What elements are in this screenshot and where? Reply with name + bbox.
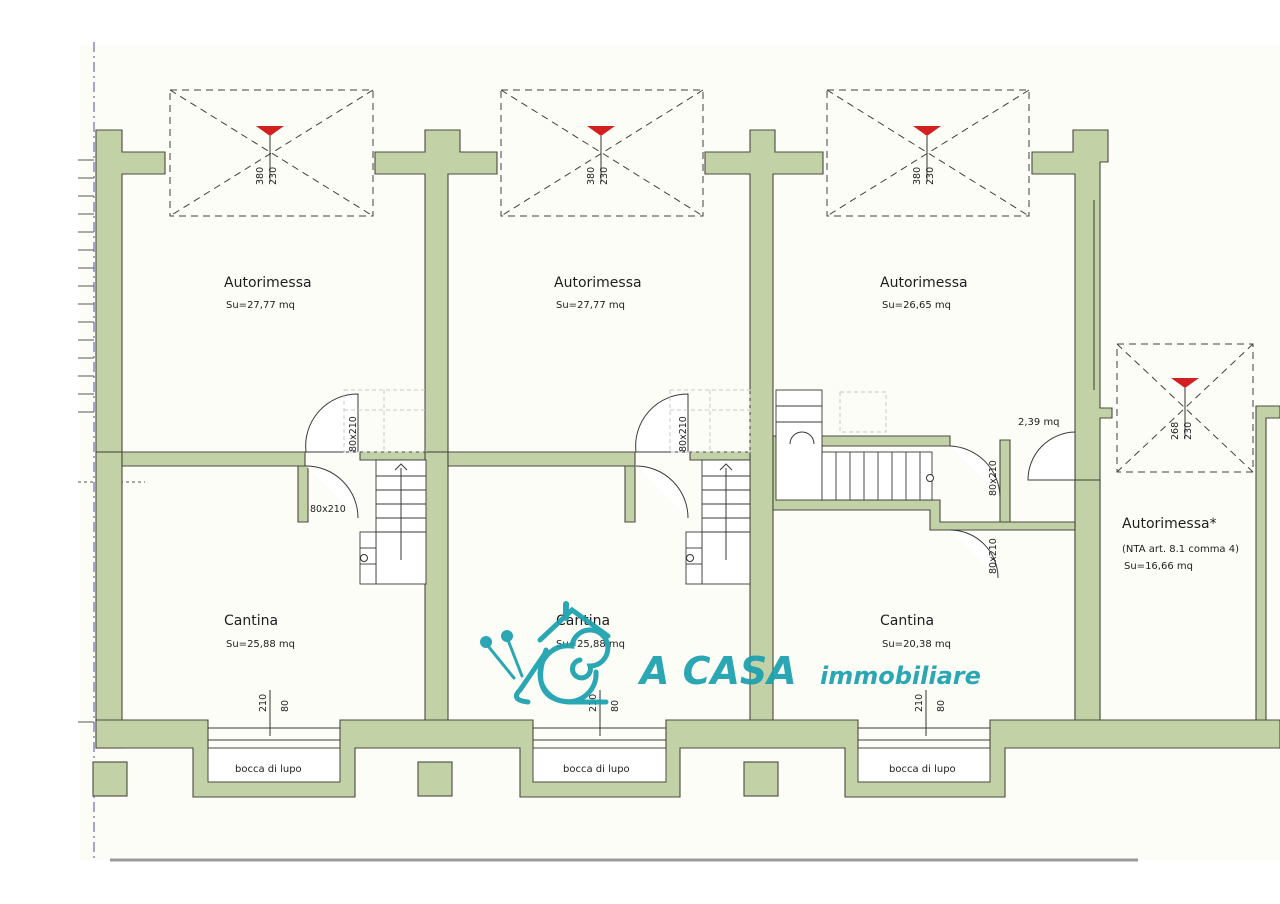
partition-unit2-right bbox=[624, 465, 636, 523]
brand-logo: A CASA immobiliare bbox=[480, 601, 981, 705]
door-closet bbox=[1027, 431, 1076, 481]
walls bbox=[92, 129, 1280, 798]
partition-unit1 bbox=[121, 451, 306, 467]
partition-closet bbox=[999, 439, 1011, 523]
pillar-2 bbox=[417, 761, 453, 797]
window-unit3: 210 80 bbox=[914, 690, 947, 736]
closet-area: 2,39 mq bbox=[1018, 417, 1060, 428]
door-unit3: 80x210 80x210 bbox=[949, 445, 1001, 579]
wall-top-unit1-right bbox=[374, 129, 498, 453]
door-unit1: 80x210 80x210 bbox=[305, 393, 359, 519]
room-garage-4: Autorimessa* (NTA art. 8.1 comma 4) Su=1… bbox=[1122, 516, 1239, 572]
door-size-label: 80x210 bbox=[988, 538, 999, 574]
window-width-label: 210 bbox=[258, 694, 269, 712]
room-area: Su=27,77 mq bbox=[556, 300, 625, 311]
door-height-label: 230 bbox=[925, 167, 936, 185]
door-height-label: 230 bbox=[268, 167, 279, 185]
upper-stair-outline bbox=[343, 389, 887, 453]
door-size-label: 80x210 bbox=[310, 504, 346, 515]
room-name: Cantina bbox=[880, 613, 934, 629]
wall-left-lower bbox=[95, 451, 123, 749]
room-note: (NTA art. 8.1 comma 4) bbox=[1122, 544, 1239, 555]
door-size-label: 80x210 bbox=[678, 416, 689, 452]
room-area: Su=20,38 mq bbox=[882, 639, 951, 650]
room-name: Cantina bbox=[224, 613, 278, 629]
wall-unit3-4-lower bbox=[1074, 479, 1101, 723]
wall-top-unit2-right bbox=[704, 129, 824, 721]
door-size-label: 80x210 bbox=[348, 416, 359, 452]
window-width-label: 210 bbox=[914, 694, 925, 712]
window-height-label: 80 bbox=[936, 700, 947, 712]
room-garage-3: Autorimessa Su=26,65 mq bbox=[880, 275, 968, 311]
window-height-label: 80 bbox=[610, 700, 621, 712]
window-height-label: 80 bbox=[280, 700, 291, 712]
level-marker-icon bbox=[587, 126, 615, 136]
door-size-label: 80x210 bbox=[988, 460, 999, 496]
door-width-label: 380 bbox=[912, 167, 923, 185]
brand-suffix: immobiliare bbox=[820, 662, 981, 690]
room-area: Su=27,77 mq bbox=[226, 300, 295, 311]
garage-door-4: 268 230 bbox=[1116, 343, 1254, 473]
lightwell-label: bocca di lupo bbox=[563, 764, 630, 775]
room-name: Autorimessa bbox=[880, 275, 968, 291]
partition-unit1-right bbox=[297, 465, 309, 523]
window-unit1: 210 80 bbox=[258, 690, 291, 736]
brand-name: A CASA bbox=[637, 649, 797, 693]
room-area: Su=25,88 mq bbox=[556, 639, 625, 650]
garage-door-2: 380 230 bbox=[500, 89, 704, 217]
room-name: Autorimessa bbox=[554, 275, 642, 291]
partition-unit2 bbox=[447, 451, 636, 467]
garage-door-1: 380 230 bbox=[169, 89, 374, 217]
snail-house-icon bbox=[480, 601, 611, 705]
door-width-label: 268 bbox=[1170, 422, 1181, 440]
partition-unit1-stair bbox=[359, 451, 426, 461]
room-area: Su=25,88 mq bbox=[226, 639, 295, 650]
door-height-label: 230 bbox=[599, 167, 610, 185]
left-dimension-ticks bbox=[78, 159, 94, 723]
pillar-3 bbox=[743, 761, 779, 797]
stair-unit2 bbox=[685, 459, 751, 585]
level-marker-icon bbox=[913, 126, 941, 136]
door-width-label: 380 bbox=[586, 167, 597, 185]
level-marker-icon bbox=[1171, 378, 1199, 388]
room-garage-2: Autorimessa Su=27,77 mq bbox=[554, 275, 642, 311]
lightwell-label: bocca di lupo bbox=[235, 764, 302, 775]
room-area: Su=26,65 mq bbox=[882, 300, 951, 311]
stair-unit1 bbox=[359, 459, 427, 585]
room-cellar-3: Cantina Su=20,38 mq bbox=[880, 613, 951, 650]
garage-door-3: 380 230 bbox=[826, 89, 1030, 217]
stair-unit3 bbox=[775, 389, 934, 501]
room-area: Su=16,66 mq bbox=[1124, 561, 1193, 572]
door-width-label: 380 bbox=[255, 167, 266, 185]
wall-unit1-2-lower bbox=[424, 451, 449, 723]
door-unit2: 80x210 bbox=[635, 393, 689, 519]
lightwell-label: bocca di lupo bbox=[889, 764, 956, 775]
level-marker-icon bbox=[256, 126, 284, 136]
pillar-1 bbox=[92, 761, 128, 797]
room-garage-1: Autorimessa Su=27,77 mq bbox=[224, 275, 312, 311]
room-cellar-1: Cantina Su=25,88 mq bbox=[224, 613, 295, 650]
room-name: Autorimessa bbox=[224, 275, 312, 291]
room-name: Autorimessa* bbox=[1122, 516, 1217, 532]
partition-unit2-stair bbox=[689, 451, 751, 461]
door-height-label: 230 bbox=[1183, 422, 1194, 440]
